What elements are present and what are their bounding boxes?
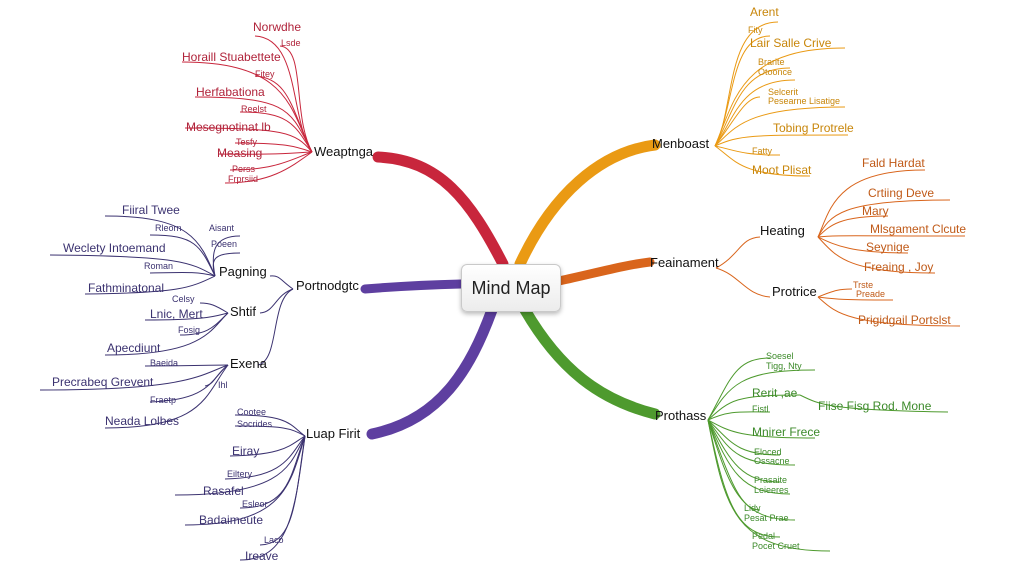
- leaf-label[interactable]: Selcerit: [768, 87, 799, 97]
- sub-branch-label[interactable]: Exena: [230, 356, 267, 371]
- main-branch-red: [372, 151, 509, 270]
- branch-label-orange[interactable]: Menboast: [652, 136, 710, 151]
- leaf-label[interactable]: Reelst: [241, 104, 267, 114]
- leaf-label[interactable]: Fitey: [255, 69, 275, 79]
- leaf-label[interactable]: Poeen: [211, 239, 238, 249]
- leaf-label[interactable]: Freaing , Joy: [864, 260, 934, 274]
- main-branch-orange: [514, 139, 661, 270]
- leaf-label[interactable]: Lsde: [281, 38, 301, 48]
- leaf-label[interactable]: Lair Salle Crive: [750, 36, 832, 50]
- leaf-label[interactable]: Leieeres: [754, 485, 789, 495]
- leaf-label[interactable]: Weclety Intoemand: [63, 241, 166, 255]
- leaf-label[interactable]: Neada Lolbes: [105, 414, 180, 428]
- leaf-label[interactable]: Rleorn: [155, 223, 182, 233]
- leaf-label[interactable]: Rasafel: [203, 484, 244, 498]
- leaf-label[interactable]: Brarite: [758, 57, 785, 67]
- orange-leaf-connectors: [714, 21, 849, 177]
- leaf-label[interactable]: Pesat Prae: [744, 513, 789, 523]
- leaf-label[interactable]: Fosig: [178, 325, 201, 335]
- leaf-label[interactable]: Lnic, Mert: [150, 307, 203, 321]
- leaf-label[interactable]: Arent: [750, 5, 779, 19]
- leaf-label[interactable]: Pocet Cruet: [752, 541, 800, 551]
- leaf-label[interactable]: Badaimeute: [199, 513, 264, 527]
- leaf-label[interactable]: Tesfy: [236, 137, 258, 147]
- central-topic-label: Mind Map: [471, 277, 551, 298]
- branch-label-purple-top[interactable]: Portnodgtc: [296, 278, 359, 293]
- leaf-label[interactable]: Soesel: [766, 351, 794, 361]
- leaf-label[interactable]: Eloced: [754, 447, 782, 457]
- leaf-label[interactable]: Frprsiid: [228, 174, 259, 184]
- leaf-label[interactable]: Moot Plisat: [752, 163, 812, 177]
- leaf-label[interactable]: Precrabeq Grevent: [52, 375, 154, 389]
- main-branch-green: [519, 304, 661, 420]
- leaf-label[interactable]: Norwdhe: [253, 20, 302, 34]
- leaf-label[interactable]: Otoonce: [758, 67, 793, 77]
- red-leaf-connectors: [181, 35, 313, 184]
- leaf-label[interactable]: Fald Hardat: [862, 156, 925, 170]
- green-connectors: [707, 357, 949, 552]
- leaf-label[interactable]: Fathminatonal: [88, 281, 165, 295]
- leaf-label[interactable]: Ireave: [245, 549, 279, 563]
- rust-connectors: [715, 169, 966, 327]
- leaf-label[interactable]: Fiiral Twee: [122, 203, 180, 217]
- leaf-label[interactable]: Ihl: [218, 380, 228, 390]
- sub-branch-label[interactable]: Shtif: [230, 304, 257, 319]
- leaf-label[interactable]: Rerit ,ae: [752, 386, 798, 400]
- leaf-label[interactable]: Baeida: [150, 358, 179, 368]
- purple-bottom-connectors: [174, 414, 306, 561]
- leaf-label[interactable]: Preade: [856, 289, 886, 299]
- leaf-label[interactable]: Apecdiunt: [107, 341, 161, 355]
- leaf-label[interactable]: Ossacne: [754, 456, 790, 466]
- leaf-label[interactable]: Fatty: [752, 146, 773, 156]
- leaf-label[interactable]: Eiltery: [227, 469, 253, 479]
- leaf-label[interactable]: Fraetp: [150, 395, 177, 405]
- leaf-label[interactable]: Herfabationa: [196, 85, 265, 99]
- branch-label-rust[interactable]: Feainament: [650, 255, 719, 270]
- leaf-label[interactable]: Pesearne Lisatige: [768, 96, 841, 106]
- leaf-label[interactable]: Tobing Protrele: [773, 121, 854, 135]
- main-branch-purple-bottom: [366, 304, 498, 440]
- leaf-label[interactable]: Cootee: [237, 407, 267, 417]
- leaf-label[interactable]: Mesegnotinat lb: [186, 120, 271, 134]
- leaf-label[interactable]: Fity: [748, 25, 763, 35]
- sub-branch-label[interactable]: Protrice: [772, 284, 817, 299]
- leaf-label[interactable]: Prasaite: [754, 475, 788, 485]
- leaf-label[interactable]: Mnirer Frece: [752, 425, 821, 439]
- leaf-label[interactable]: Perss: [232, 164, 256, 174]
- central-topic-node[interactable]: Mind Map: [461, 264, 561, 312]
- branch-label-red[interactable]: Weaptnga: [314, 144, 374, 159]
- branch-label-green[interactable]: Prothass: [655, 408, 707, 423]
- leaf-label[interactable]: Fiise Fisg Rod. Mone: [818, 399, 932, 413]
- leaf-label[interactable]: Fistl: [752, 404, 769, 414]
- leaf-label[interactable]: Prigidgail Portslst: [858, 313, 951, 327]
- sub-branch-label[interactable]: Pagning: [219, 264, 267, 279]
- leaf-label[interactable]: Mary: [862, 204, 889, 218]
- leaf-label[interactable]: Aisant: [209, 223, 235, 233]
- leaf-label[interactable]: Crtiing Deve: [868, 186, 935, 200]
- purple-top-connectors: [39, 215, 294, 429]
- leaf-label[interactable]: Laco: [264, 535, 284, 545]
- leaf-label[interactable]: Esleor: [242, 499, 268, 509]
- leaf-label[interactable]: Socrides: [237, 419, 273, 429]
- leaf-label[interactable]: Measing: [217, 146, 263, 160]
- leaf-label[interactable]: Eiray: [232, 444, 260, 458]
- leaf-label[interactable]: Pedal: [752, 531, 776, 541]
- main-branch-rust: [554, 257, 655, 286]
- leaf-label[interactable]: Tigg, Nty: [766, 361, 802, 371]
- leaf-label[interactable]: Roman: [144, 261, 174, 271]
- sub-branch-label[interactable]: Heating: [760, 223, 805, 238]
- leaf-label[interactable]: Celsy: [172, 294, 195, 304]
- branch-label-purple-bottom[interactable]: Luap Firit: [306, 426, 361, 441]
- leaf-label[interactable]: Trste: [853, 280, 874, 290]
- leaf-label[interactable]: Seynige: [866, 240, 910, 254]
- main-branch-purple-top: [360, 279, 466, 294]
- leaf-label[interactable]: Lidy: [744, 503, 761, 513]
- leaf-label[interactable]: Horaill Stuabettete: [182, 50, 281, 64]
- leaf-label[interactable]: Mlsgament Clcute: [870, 222, 967, 236]
